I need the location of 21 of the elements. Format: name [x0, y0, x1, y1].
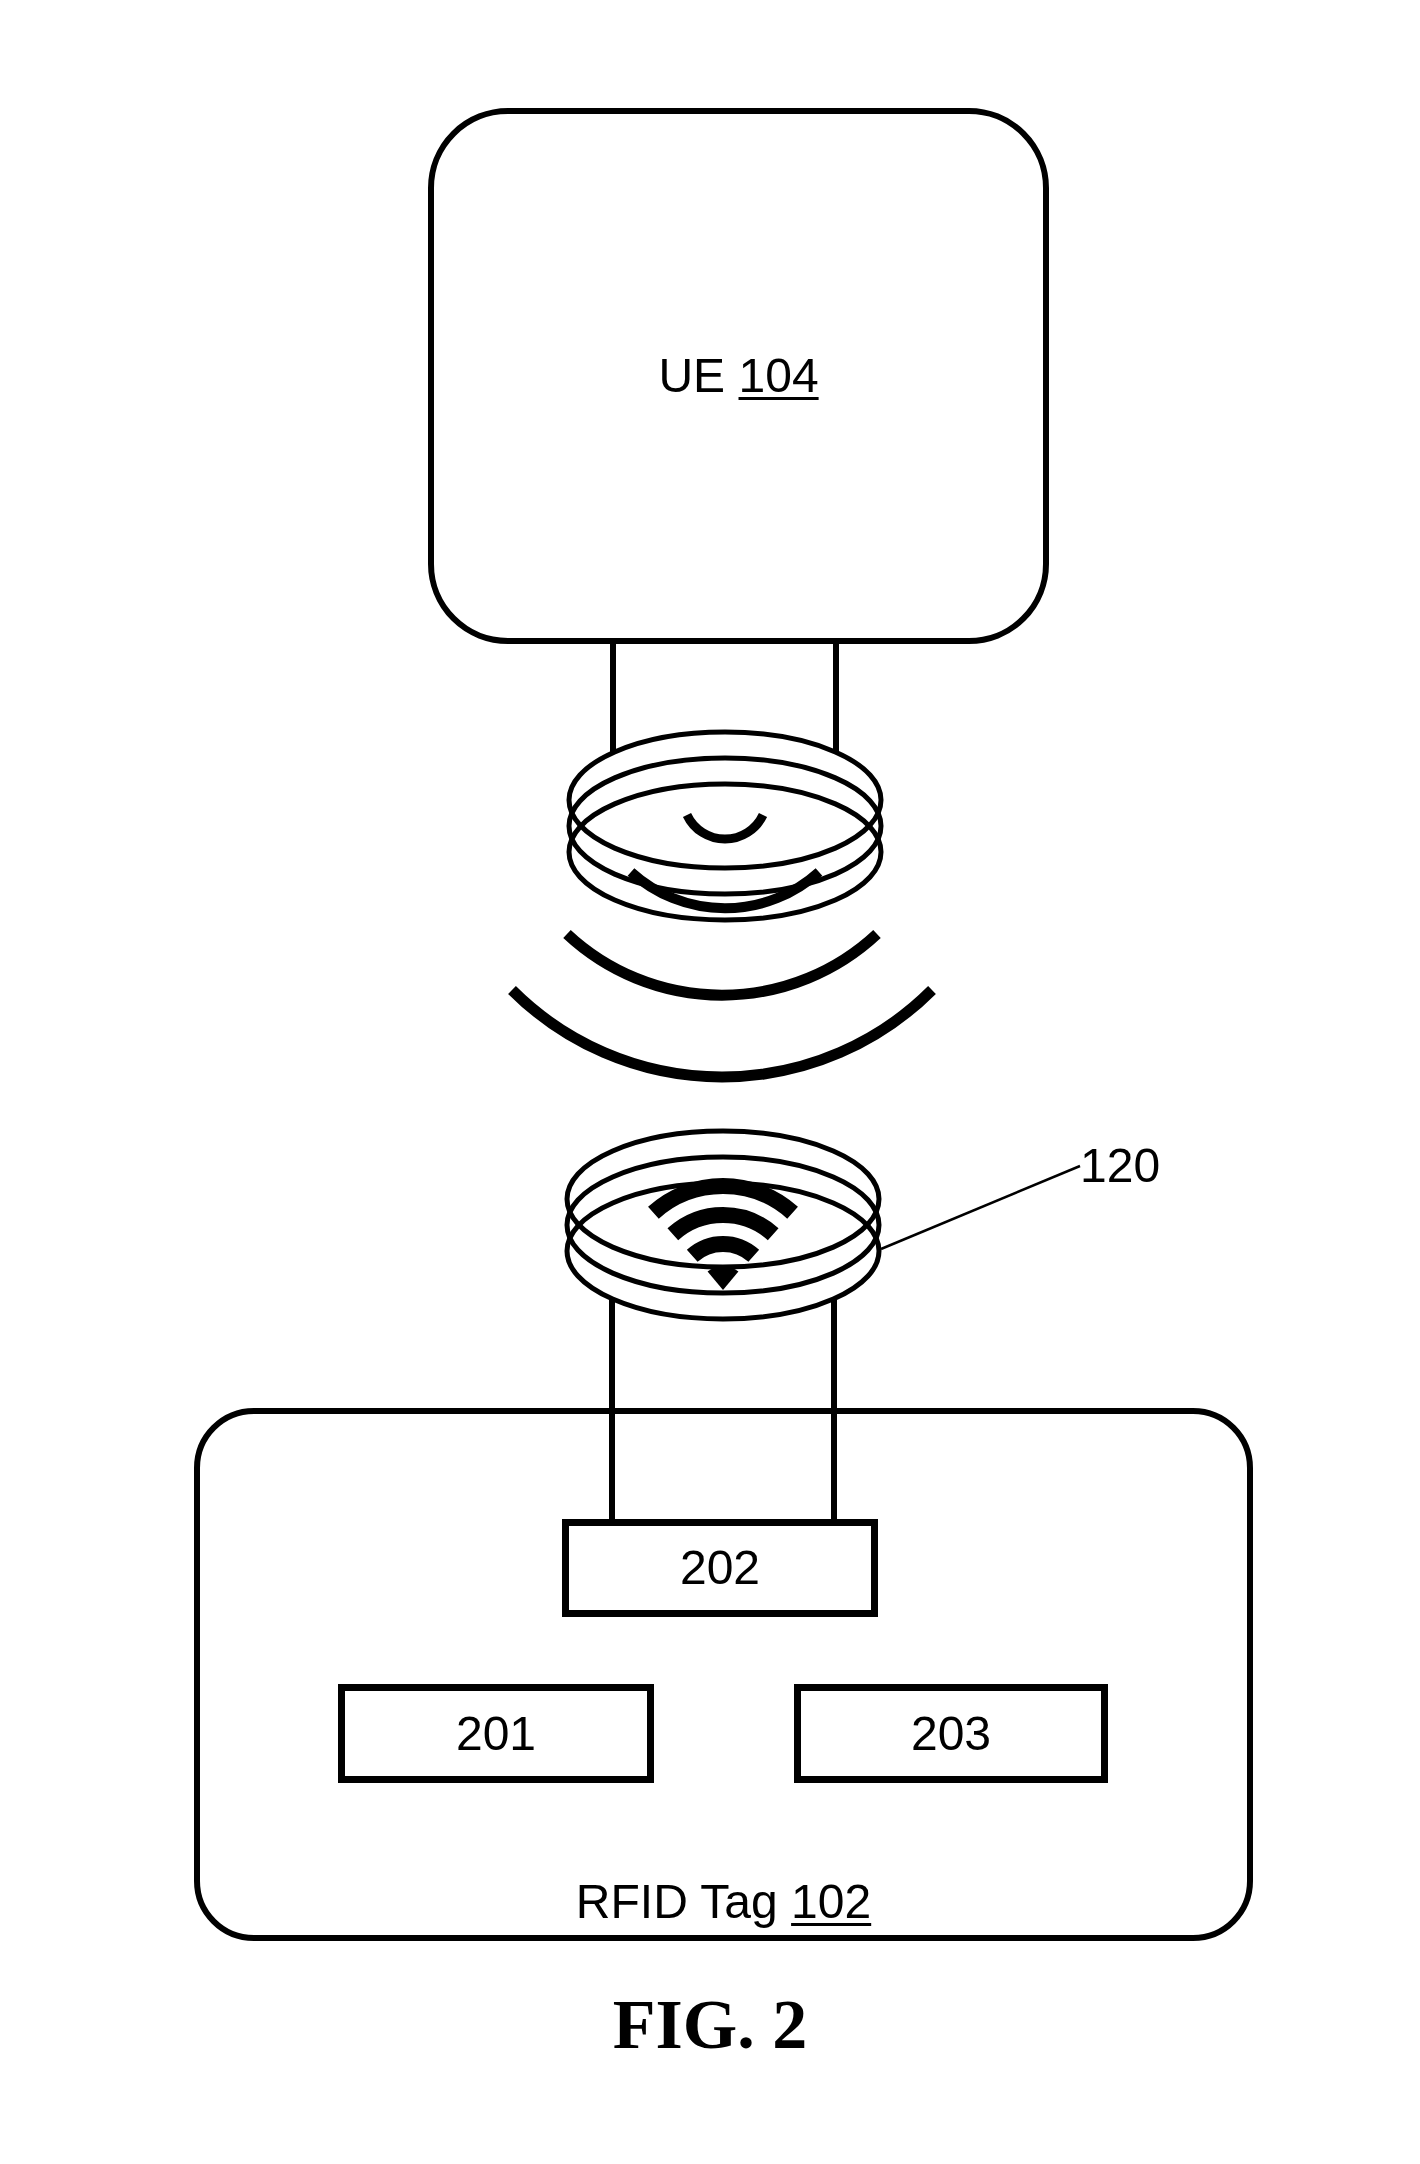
- device-label: UE: [658, 348, 726, 404]
- tag-box: [194, 1408, 1253, 1941]
- wire: [610, 644, 616, 753]
- wire: [609, 1298, 615, 1519]
- reference-numeral: 102: [791, 1873, 872, 1929]
- component-box: [338, 1684, 654, 1783]
- wire: [833, 644, 839, 753]
- wire: [831, 1298, 837, 1519]
- device-label: RFID Tag: [575, 1873, 778, 1929]
- reference-numeral: 202: [679, 1540, 761, 1596]
- figure-caption: FIG. 2: [612, 1990, 808, 2060]
- reference-numeral: 104: [738, 348, 819, 404]
- antenna-coil: [563, 1127, 883, 1323]
- reference-numeral: 120: [1080, 1139, 1161, 1192]
- reference-numeral: 203: [910, 1705, 992, 1762]
- component-box: [562, 1519, 878, 1617]
- leader-line: [880, 1164, 1081, 1251]
- reference-numeral: 201: [455, 1705, 537, 1762]
- antenna-coil: [565, 728, 885, 924]
- device-box: [428, 108, 1049, 644]
- component-box: [794, 1684, 1108, 1783]
